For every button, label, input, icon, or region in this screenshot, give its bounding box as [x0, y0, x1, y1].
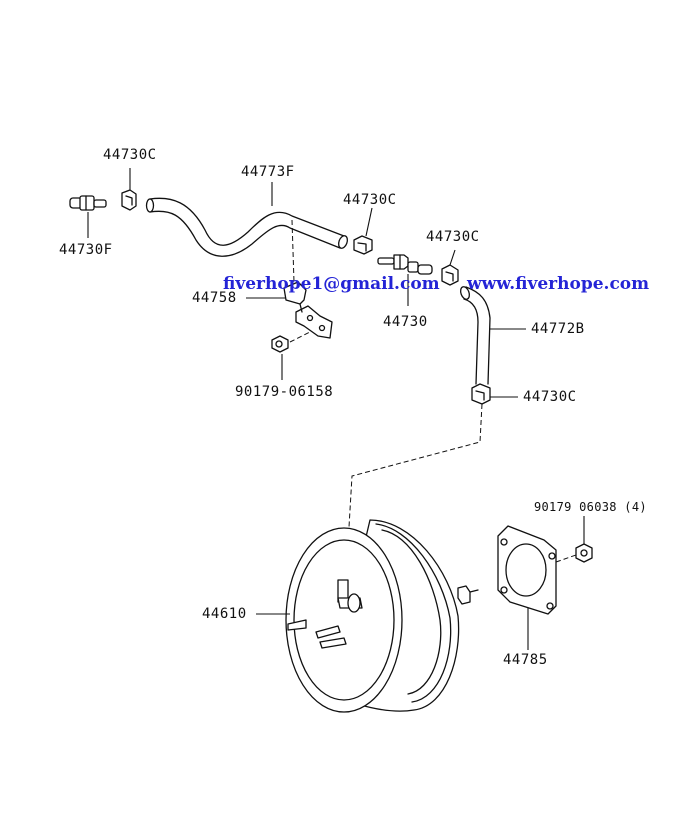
nut-bracket-part	[271, 335, 289, 353]
label-vacuum-hose-right: 44772B	[531, 321, 585, 337]
vacuum-hose-right-part	[459, 286, 491, 385]
clip-lower-part	[471, 383, 491, 405]
label-clip-lower: 44730C	[523, 389, 577, 405]
leader-clip-right	[449, 249, 456, 266]
label-nut-gasket: 90179 06038 (4)	[534, 500, 647, 514]
dash-clip-to-booster	[345, 403, 483, 579]
gasket-part	[497, 525, 557, 615]
label-brake-booster: 44610	[202, 606, 247, 622]
label-clip-right: 44730C	[426, 229, 480, 245]
label-union-bolt: 44730F	[59, 242, 113, 258]
leader-clip-mid	[365, 207, 373, 237]
brake-booster-part	[285, 519, 479, 713]
label-bracket: 44758	[192, 290, 237, 306]
dash-nut-to-bracket	[289, 331, 311, 343]
bracket-part	[283, 281, 333, 339]
check-valve-part	[377, 254, 433, 275]
label-gasket: 44785	[503, 652, 548, 668]
label-check-valve: 44730	[383, 314, 428, 330]
watermark-email: fiverhope1@gmail.com	[223, 274, 440, 294]
clip-right-part	[441, 264, 459, 286]
dash-nut-to-gasket	[555, 554, 577, 563]
label-nut-bracket: 90179-06158	[235, 384, 334, 400]
nut-gasket-part	[575, 543, 593, 563]
union-bolt-part	[69, 195, 107, 211]
vacuum-hose-upper-part	[145, 197, 349, 257]
label-clip-mid: 44730C	[343, 192, 397, 208]
dash-hose-to-bracket	[291, 219, 295, 283]
clip-mid-part	[353, 235, 373, 255]
label-clip-top-left: 44730C	[103, 147, 157, 163]
clip-top-left-part	[121, 189, 137, 211]
watermark-website: www.fiverhope.com	[467, 274, 650, 294]
label-vacuum-hose-upper: 44773F	[241, 164, 295, 180]
